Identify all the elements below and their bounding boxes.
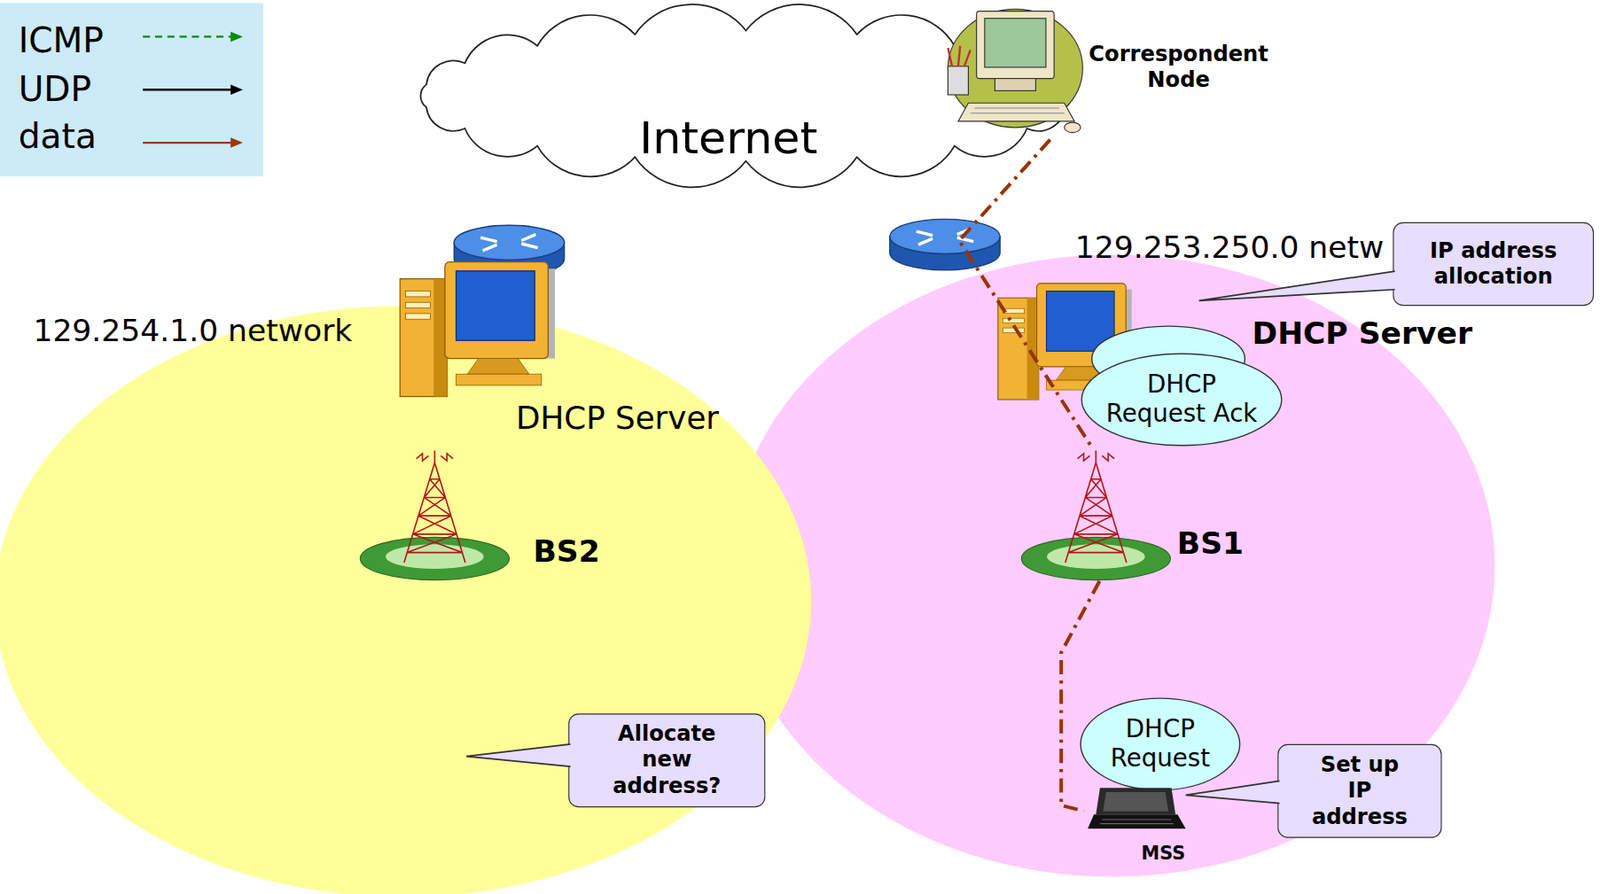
desktop-computer-icon (405, 291, 431, 297)
network-region: 129.253.250.0 netwDHCP ServerDHCP Reques… (729, 255, 1495, 878)
router-icon (889, 218, 1000, 254)
router-icon (889, 236, 1000, 271)
desktop-computer-icon (467, 359, 530, 375)
message-bubble: DHCP Request Ack (1081, 353, 1282, 446)
base-station-shape (1020, 448, 1250, 582)
legend-row: UDP (0, 67, 264, 113)
callout-tail (1186, 780, 1280, 804)
node-label: Set up IP address (1308, 752, 1411, 830)
message-bubble: DHCP Request (1080, 698, 1241, 791)
legend-label: ICMP (18, 21, 104, 62)
laptop-icon (1102, 792, 1169, 812)
legend-arrowhead (230, 84, 243, 95)
network-region-outline (729, 255, 1495, 878)
workstation-icon (976, 11, 1054, 79)
workstation-icon (1064, 122, 1081, 133)
node-label: Internet (639, 110, 818, 165)
data-flow-connector (959, 140, 1093, 450)
callout-tail (1199, 271, 1398, 301)
callout-tail (466, 744, 570, 767)
node-label: 129.253.250.0 netw (1075, 229, 1385, 266)
desktop-computer-icon (1002, 308, 1024, 313)
node-label: IP address allocation (1416, 238, 1570, 290)
message-bubble-outline (1080, 698, 1241, 791)
antenna-tower-icon (1021, 451, 1171, 581)
node-label: Correspondent Node (1076, 41, 1280, 94)
node-label: MSS (1141, 842, 1187, 865)
workstation-icon (958, 102, 1075, 122)
callout: Set up IP address (1277, 744, 1442, 839)
desktop-computer-icon (998, 297, 1039, 400)
message-bubble-outline (1081, 353, 1282, 446)
antenna-tower-icon (385, 544, 484, 570)
legend-label: data (18, 117, 97, 157)
laptop-icon (1095, 788, 1176, 815)
callout-tail (466, 744, 573, 767)
node-label: BS2 (532, 533, 600, 570)
antenna-tower-icon (359, 537, 509, 580)
workstation-icon (947, 66, 968, 95)
antenna-tower-icon (1021, 537, 1171, 580)
legend-line-sample (142, 88, 235, 91)
base-station: BS2 (359, 448, 609, 586)
router-icon (889, 218, 1000, 271)
router-icon (916, 228, 974, 245)
desktop-computer-icon (399, 262, 555, 398)
node-label: DHCP Request (1099, 715, 1222, 774)
workstation-icon (947, 8, 1083, 127)
network-region: 129.254.1.0 networkDHCP ServerBS2Allocat… (0, 305, 812, 894)
base-station: BS1 (1020, 448, 1250, 582)
router-icon (453, 225, 564, 260)
callout-tail (1199, 271, 1398, 301)
callout-tail (466, 744, 573, 767)
callout-tail (1186, 780, 1282, 804)
dhcp-server: DHCP Server (399, 262, 726, 441)
antenna-tower-icon (359, 451, 509, 581)
legend-label: UDP (18, 70, 92, 110)
legend-arrowhead (230, 31, 243, 43)
workstation-icon (970, 108, 1065, 114)
correspondent-node: Correspondent Node (944, 5, 1278, 141)
node-label: DHCP Server (1251, 315, 1473, 352)
desktop-computer-icon (405, 313, 431, 320)
laptop-icon (1100, 819, 1174, 825)
node-label: DHCP Request Ack (1100, 370, 1264, 430)
callout-tail (1199, 271, 1396, 301)
node-label: 129.254.1.0 network (32, 312, 352, 350)
callout: Allocate new address? (568, 713, 765, 808)
desktop-computer-icon (399, 279, 447, 398)
desktop-computer-icon (1002, 327, 1024, 333)
callout-tail (1186, 780, 1282, 804)
legend-line-sample (142, 35, 235, 38)
legend-row: ICMP (0, 18, 264, 64)
desktop-computer-icon (456, 374, 542, 386)
workstation-icon (947, 8, 1083, 133)
desktop-computer-icon (405, 302, 431, 308)
laptop-icon (1087, 814, 1187, 829)
antenna-tower-icon (1065, 451, 1127, 564)
node-label: Allocate new address? (595, 722, 739, 800)
workstation-icon (994, 78, 1036, 92)
router-icon (480, 234, 538, 251)
antenna-tower-icon (404, 451, 466, 564)
desktop-computer-icon (444, 262, 548, 360)
legend-box: ICMP UDP data (0, 2, 264, 177)
workstation-icon (984, 18, 1046, 68)
callout: IP address allocation (1392, 222, 1594, 306)
node-label: BS1 (1177, 525, 1244, 562)
laptop-icon (1087, 788, 1187, 829)
legend-row: data (0, 114, 264, 160)
mobile-station: MSS (1084, 780, 1192, 870)
data-flow-connector (1061, 581, 1100, 812)
correspondent-node-shape (944, 5, 1278, 141)
workstation-icon (947, 46, 970, 67)
desktop-computer-icon (456, 271, 536, 341)
legend-line-sample (142, 141, 235, 144)
legend-arrowhead (230, 137, 243, 149)
antenna-tower-icon (1046, 544, 1146, 570)
desktop-computer-icon (1002, 318, 1024, 323)
node-label: DHCP Server (515, 398, 719, 438)
